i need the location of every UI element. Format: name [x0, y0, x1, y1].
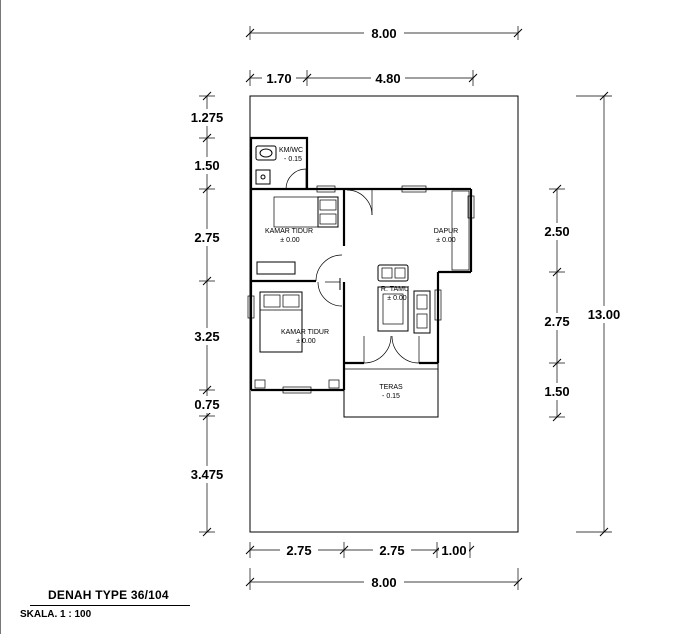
title-block: DENAH TYPE 36/104 SKALA. 1 : 100 [20, 588, 190, 628]
left-segment-label: 3.25 [194, 329, 219, 344]
room-level-kitchen: ± 0.00 [436, 237, 456, 244]
left-segment-label: 3.475 [191, 467, 224, 482]
living-room-furniture [363, 264, 431, 364]
title-underline [30, 605, 190, 606]
right-segment-dimension: 2.50 2.75 1.50 [538, 184, 576, 422]
door-swings [315, 189, 373, 307]
top-overall-dimension: 8.00 [245, 25, 523, 41]
room-level-bedroom-1: ± 0.00 [280, 237, 300, 244]
right-segment-label: 1.50 [544, 384, 569, 399]
windows [247, 185, 475, 394]
top-segment-label: 1.70 [266, 71, 291, 86]
room-level-terrace: - 0.15 [382, 393, 400, 400]
bottom-overall-dimension: 8.00 [245, 568, 523, 590]
room-label-bedroom-1: KAMAR TIDUR [265, 228, 313, 235]
top-segment-label: 4.80 [375, 71, 400, 86]
room-label-terrace: TERAS [379, 384, 403, 391]
room-label-kitchen: DAPUR [434, 228, 459, 235]
room-label-kmwc: KM/WC [279, 147, 303, 154]
room-level-kmwc: - 0.15 [284, 156, 302, 163]
room-label-bedroom-2: KAMAR TIDUR [281, 329, 329, 336]
kitchen-counter [451, 190, 470, 271]
drawing-scale: SKALA. 1 : 100 [20, 609, 92, 620]
right-overall-dimension: 13.00 [576, 91, 626, 537]
room-level-living: ± 0.00 [387, 295, 407, 302]
terrace [343, 363, 439, 418]
top-overall-label: 8.00 [371, 26, 396, 41]
left-segment-label: 0.75 [194, 397, 219, 412]
right-overall-label: 13.00 [588, 307, 621, 322]
bottom-overall-label: 8.00 [371, 575, 396, 590]
bedroom-2-furniture [254, 291, 340, 389]
frame-border [0, 0, 1, 634]
bottom-segment-label: 2.75 [379, 543, 404, 558]
bottom-segment-dimension: 2.75 2.75 1.00 [245, 542, 475, 558]
top-segment-dimension: 1.70 4.80 [245, 70, 478, 86]
bedroom-1-furniture [256, 196, 339, 275]
bathroom-fixtures [255, 145, 307, 190]
room-label-living: R. TAMU [381, 286, 409, 293]
right-segment-label: 2.50 [544, 224, 569, 239]
left-segment-label: 1.50 [194, 158, 219, 173]
bottom-segment-label: 1.00 [441, 543, 466, 558]
left-segment-label: 1.275 [191, 110, 224, 125]
drawing-title: DENAH TYPE 36/104 [48, 588, 169, 602]
bottom-segment-label: 2.75 [286, 543, 311, 558]
left-segment-label: 2.75 [194, 230, 219, 245]
right-segment-label: 2.75 [544, 314, 569, 329]
left-segment-dimension: 1.275 1.50 2.75 3.25 0.75 3.475 [186, 91, 228, 537]
room-level-bedroom-2: ± 0.00 [296, 338, 316, 345]
